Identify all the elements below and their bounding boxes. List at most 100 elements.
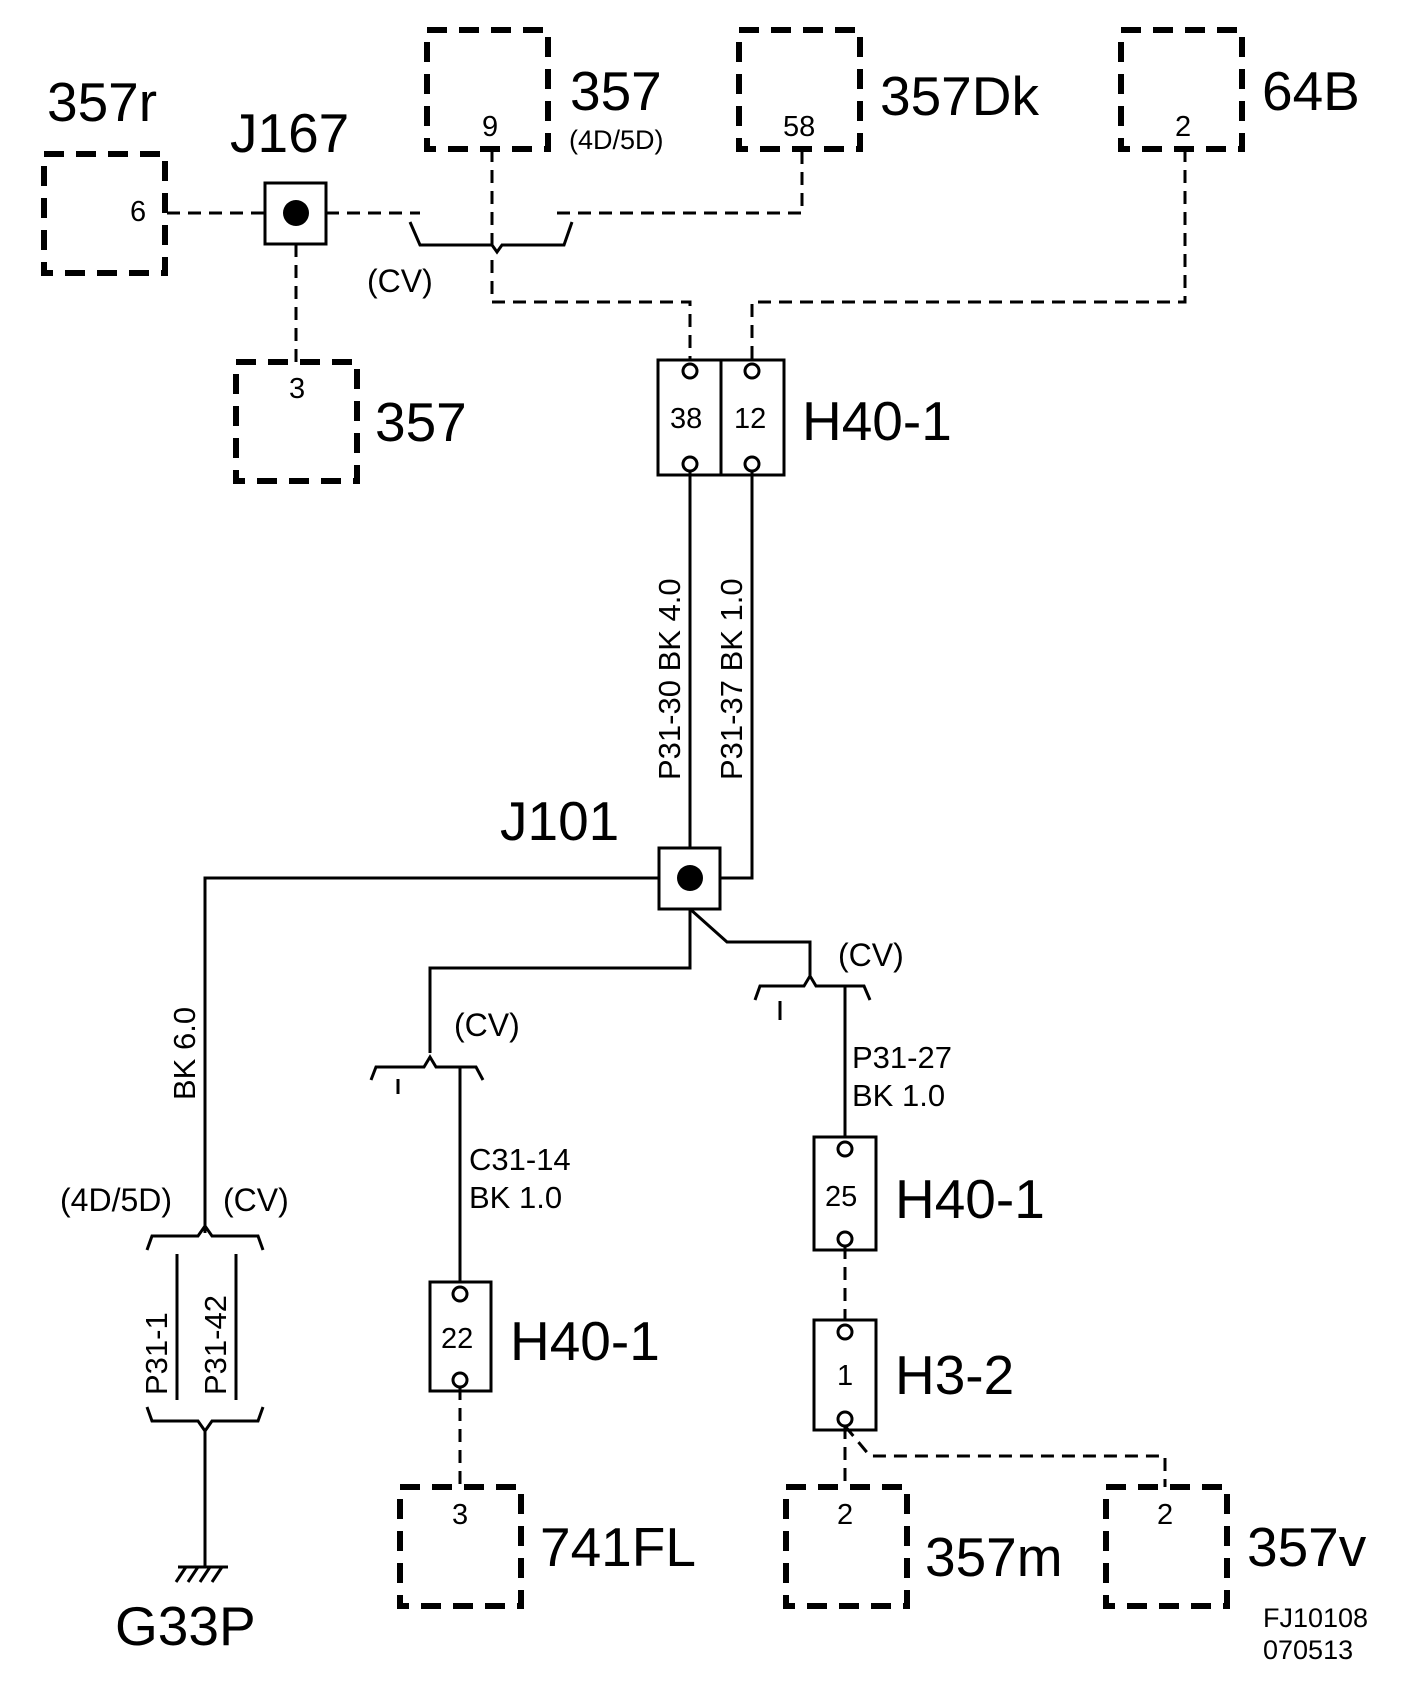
component-64b-pin: 2: [1175, 111, 1191, 143]
connector-h40-right-label: H40-1: [895, 1168, 1045, 1230]
component-357v-pin: 2: [1157, 1499, 1173, 1531]
wire-j101-to-cv-left: [428, 909, 692, 1053]
cv-brace-left-shape: [369, 1054, 485, 1081]
cv-brace-left: (CV): [369, 1007, 520, 1094]
wire-bk-6.0: [203, 876, 659, 1233]
component-741fl-label: 741FL: [540, 1516, 696, 1578]
component-64b-box: [1118, 27, 1245, 152]
junction-j167: J167: [230, 102, 349, 246]
component-357m-box: [783, 1484, 910, 1609]
wire-to-h40-38: [490, 260, 692, 360]
component-357m: 2 357m: [783, 1484, 1063, 1609]
ground-brace-bottom: [145, 1406, 265, 1434]
wire-label-p31-1: P31-1: [139, 1312, 174, 1395]
connector-h40-right: 25 H40-1: [812, 1135, 1045, 1252]
top-wiring: [167, 149, 1187, 362]
connector-h3-2: 1 H3-2: [812, 1318, 1014, 1432]
ground-hatch-icon: [174, 1566, 224, 1583]
wire-label-p31-27-b: BK 1.0: [852, 1078, 945, 1113]
pin-38-top: [681, 362, 699, 380]
wire-p31-37: [720, 471, 754, 880]
pin-22-top: [451, 1285, 469, 1303]
wire-label-p31-30: P31-30 BK 4.0: [652, 578, 687, 780]
junction-j101-dot: [677, 865, 703, 891]
connector-h3-2-pin: 1: [837, 1360, 853, 1392]
wire-64b-to-h40-12: [750, 149, 1187, 360]
component-357-mid-box: [233, 359, 360, 484]
connector-h40-left-pin: 22: [441, 1323, 473, 1355]
cv-label-left: (CV): [454, 1007, 520, 1043]
component-357-top-pin: 9: [482, 111, 498, 143]
cv-label-top: (CV): [367, 263, 433, 299]
footer-date: 070513: [1263, 1635, 1353, 1665]
component-357-top-box: [424, 27, 551, 152]
wire-h3-to-357v: [843, 1425, 1167, 1487]
component-357-mid-label: 357: [375, 391, 467, 453]
ground-brace-top: [145, 1223, 265, 1251]
component-357m-pin: 2: [837, 1499, 853, 1531]
variant-label-4d5d: (4D/5D): [60, 1182, 172, 1218]
component-357m-label: 357m: [925, 1526, 1063, 1588]
cv-brace-right: (CV): [753, 937, 904, 1020]
wire-label-c31-14-b: BK 1.0: [469, 1180, 562, 1215]
connector-h3-2-label: H3-2: [895, 1344, 1014, 1406]
component-357dk-label: 357Dk: [880, 65, 1039, 127]
ground-variant-braces: (4D/5D) (CV) P31-1 P31-42: [60, 1182, 289, 1434]
junction-j167-label: J167: [230, 102, 349, 164]
pin-1-bottom: [836, 1410, 854, 1428]
junction-j101: J101: [500, 790, 722, 911]
pin-25-bottom: [836, 1230, 854, 1248]
wire-label-p31-42: P31-42: [198, 1295, 233, 1395]
wire-label-p31-37: P31-37 BK 1.0: [714, 578, 749, 780]
connector-h40-top: 38 12 H40-1: [656, 358, 952, 477]
junction-j167-dot: [283, 200, 309, 226]
component-64b: 64B 2: [1118, 27, 1360, 152]
ground-symbol: G33P: [115, 1565, 256, 1657]
cv-brace-right-shape: [753, 973, 872, 1001]
wire-label-bk-6.0: BK 6.0: [167, 1007, 202, 1100]
component-741fl: 3 741FL: [397, 1484, 696, 1609]
wire-label-c31-14-a: C31-14: [469, 1142, 571, 1177]
cv-label-right: (CV): [838, 937, 904, 973]
component-741fl-box: [397, 1484, 524, 1609]
connector-h40-top-label: H40-1: [802, 390, 952, 452]
component-357dk-box: [736, 27, 863, 152]
ground-label: G33P: [115, 1595, 256, 1657]
connector-h40-right-pin: 25: [825, 1181, 857, 1213]
component-741fl-pin: 3: [452, 1499, 468, 1531]
connector-h40-left: 22 H40-1: [428, 1280, 660, 1393]
wire-357dk: [557, 149, 804, 215]
pin-25-top: [836, 1140, 854, 1158]
connector-h40-left-label: H40-1: [510, 1310, 660, 1372]
component-357r-box: [41, 151, 168, 276]
variant-label-cv: (CV): [223, 1182, 289, 1218]
component-357-top-label: 357: [570, 60, 662, 122]
connector-h40-top-pin-12: 12: [734, 403, 766, 435]
cv-brace-top-shape: [408, 221, 574, 255]
wire-label-p31-27-a: P31-27: [852, 1040, 952, 1075]
pin-38-bottom: [681, 455, 699, 473]
wire-j101-to-cv-right: [689, 907, 812, 978]
component-357-mid: 357 3: [233, 359, 467, 484]
component-64b-label: 64B: [1262, 60, 1360, 122]
component-357dk-pin: 58: [783, 111, 815, 143]
component-357r-label: 357r: [47, 71, 157, 133]
component-357r-pin: 6: [130, 196, 146, 228]
pin-22-bottom: [451, 1371, 469, 1389]
component-357-top-sublabel: (4D/5D): [569, 125, 664, 155]
connector-h40-top-pin-38: 38: [670, 403, 702, 435]
component-357v-label: 357v: [1247, 1516, 1367, 1578]
cv-brace-top: (CV): [367, 221, 574, 299]
component-357v: 2 357v: [1103, 1484, 1367, 1609]
pin-12-top: [743, 362, 761, 380]
component-357dk: 357Dk 58: [736, 27, 1039, 152]
pin-12-bottom: [743, 455, 761, 473]
component-357-top: 357 (4D/5D) 9: [424, 27, 664, 155]
footer-code: FJ10108: [1263, 1603, 1368, 1633]
component-357r: 357r 6: [41, 71, 168, 276]
junction-j101-label: J101: [500, 790, 619, 852]
pin-1-top: [836, 1323, 854, 1341]
component-357-mid-pin: 3: [289, 373, 305, 405]
component-357v-box: [1103, 1484, 1230, 1609]
